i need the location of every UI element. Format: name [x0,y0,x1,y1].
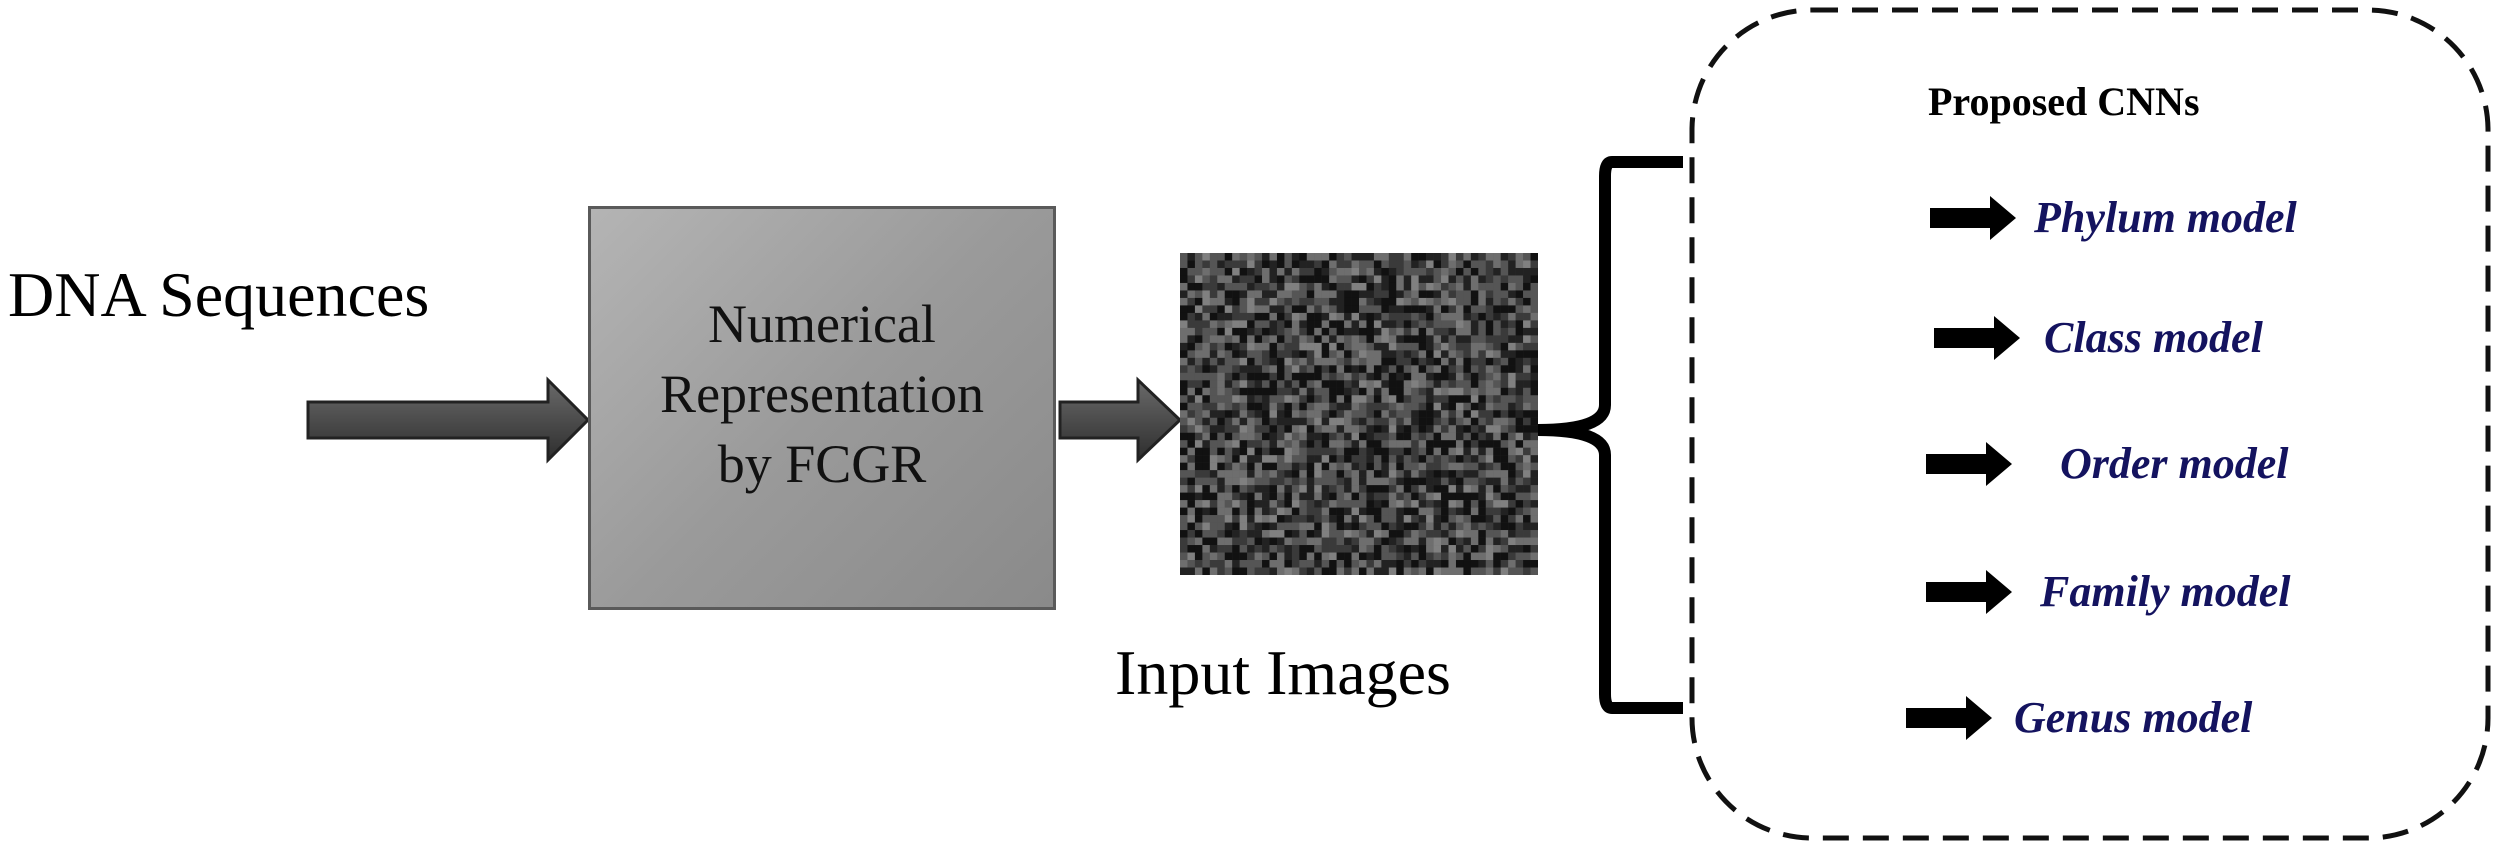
fcgr-box-text: Numerical Representation by FCGR [660,289,984,499]
input-images-label: Input Images [1115,637,1451,708]
dna-sequences-label: DNA Sequences [8,259,430,330]
genus-model-label: Genus model [2014,693,2253,742]
arrow-to-image [1058,376,1183,464]
fcgr-line: Numerical [708,294,936,354]
order-model-label: Order model [2060,439,2289,488]
class-model-label: Class model [2044,313,2263,362]
arrow-right-icon [1926,442,2012,486]
fcgr-input-image [1180,253,1538,575]
phylum-model-label: Phylum model [2034,193,2297,242]
fcgr-process-box: Numerical Representation by FCGR [588,206,1056,610]
fcgr-line: Representation [660,364,984,424]
arrow-right-icon [1926,570,2012,614]
fcgr-line: by FCGR [717,434,927,494]
model-arrow-icons [1906,196,2020,740]
proposed-cnns-title: Proposed CNNs [1928,79,2200,124]
fcgr-pixel-grid [1180,253,1538,575]
arrow-right-icon [1930,196,2016,240]
curly-brace [1532,156,1683,714]
arrow-to-fcgr [306,376,591,464]
arrow-right-icon [1906,696,1992,740]
arrow-right-icon [1934,316,2020,360]
family-model-label: Family model [2040,567,2291,616]
